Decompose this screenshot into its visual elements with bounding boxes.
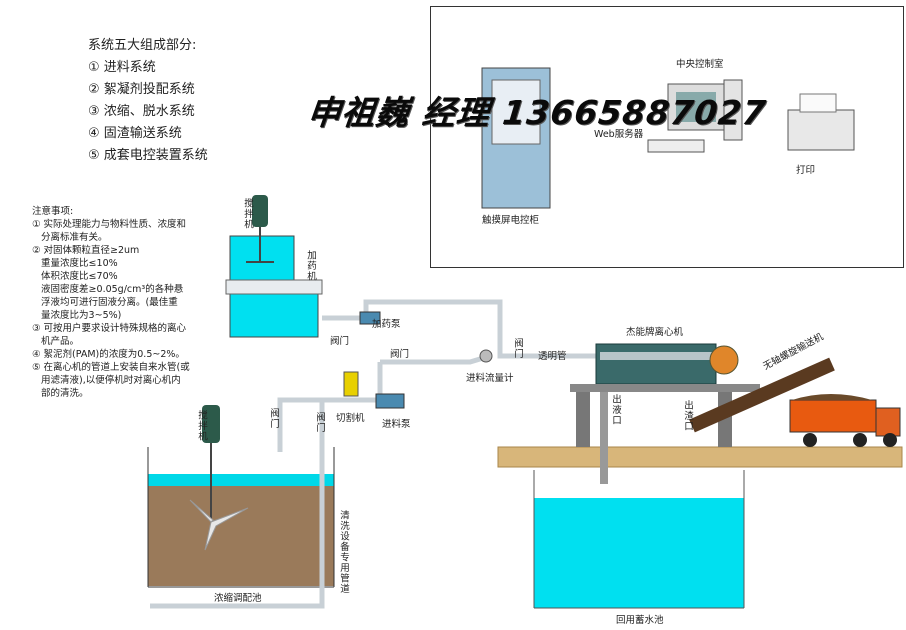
system-item: ① 进料系统 (88, 60, 156, 75)
conditioning-tank-water (148, 474, 334, 486)
recycle-tank (534, 498, 744, 608)
keyboard (647, 139, 705, 153)
control-room-box (430, 6, 904, 268)
note-line: ⑤ 在离心机的管道上安装自来水管(或 (32, 362, 190, 373)
ground-platform (497, 446, 903, 468)
screw-conveyor (689, 357, 835, 433)
flowmeter-label: 进料流量计 (466, 373, 514, 384)
recycle-tank-label: 回用蓄水池 (616, 615, 664, 626)
printer-label: 打印 (796, 165, 816, 176)
note-line: ① 实际处理能力与物料性质、浓度和 (32, 219, 187, 230)
liquid-outlet-label: 出液口 (610, 394, 621, 426)
mixer-blade (204, 507, 249, 551)
clean-pipe-label: 清洗设备专用管道 (338, 510, 349, 594)
dosing-tank-top (229, 235, 295, 281)
valve-label: 阀门 (512, 338, 523, 359)
contact-banner: 申祖巍 经理 13665887027 (305, 93, 769, 132)
slag-outlet-label: 出渣口 (682, 400, 693, 432)
dosing-pipe (322, 299, 600, 359)
panel-label: 触摸屏电控柜 (482, 215, 540, 226)
valve-label: 阀门 (330, 336, 350, 347)
note-line: 部的清洗。 (32, 388, 89, 399)
dosing-tank-bottom (229, 292, 319, 338)
clear-pipe-label: 透明管 (538, 351, 567, 362)
cutter-label: 切割机 (336, 413, 365, 424)
note-line: 用滤清液),以便停机时对离心机内 (32, 375, 181, 386)
dosing-pump (359, 311, 381, 325)
valve-label: 阀门 (314, 412, 325, 433)
note-line: 液固密度差≥0.05g/cm³的各种悬 (32, 284, 184, 295)
web-server-label: Web服务器 (594, 129, 644, 140)
feed-down-pipe (277, 362, 383, 452)
note-line: ② 对固体颗粒直径≥2um (32, 245, 140, 256)
note-line: ④ 絮泥剂(PAM)的浓度为0.5~2%。 (32, 349, 185, 360)
motor (709, 345, 739, 375)
clean-pipe (150, 400, 325, 609)
bottom-mixer-motor (202, 405, 220, 443)
valve-label: 阀门 (268, 408, 279, 429)
notes-title: 注意事项: (32, 206, 74, 217)
truck-cab (875, 407, 901, 437)
dosing-pump-label: 加药泵 (372, 319, 401, 330)
mixer-top-label: 搅拌机 (242, 198, 253, 230)
top-mixer-motor (252, 195, 268, 227)
feed-pump (375, 393, 405, 409)
note-line: 量浓度比为3~5%) (32, 310, 122, 321)
system-item: ② 絮凝剂投配系统 (88, 82, 195, 97)
note-line: 浮液均可进行固液分离。(最佳重 (32, 297, 178, 308)
notes: 注意事项: ① 实际处理能力与物料性质、浓度和 分离标准有关。 ② 对固体颗粒直… (32, 205, 232, 400)
note-line: 体积浓度比≤70% (32, 271, 118, 282)
note-line: 分离标准有关。 (32, 232, 108, 243)
system-item: ⑤ 成套电控装置系统 (88, 148, 208, 163)
dosing-machine-label: 加药机 (305, 250, 316, 282)
system-item: ③ 浓缩、脱水系统 (88, 104, 195, 119)
conditioning-tank-sludge (148, 486, 334, 586)
printer (787, 109, 855, 151)
conditioning-tank-label: 浓缩调配池 (214, 593, 262, 604)
systems-title: 系统五大组成部分: (88, 38, 197, 53)
central-room-label: 中央控制室 (676, 59, 724, 70)
system-item: ④ 固渣输送系统 (88, 126, 182, 141)
feed-pump-label: 进料泵 (382, 419, 411, 430)
valve-label: 阀门 (390, 349, 410, 360)
note-line: 机产品。 (32, 336, 80, 347)
centrifuge-body (595, 343, 717, 385)
note-line: ③ 可按用户要求设计特殊规格的离心 (32, 323, 187, 334)
centrifuge-label: 杰能牌离心机 (626, 327, 684, 338)
note-line: 重量浓度比≤10% (32, 258, 118, 269)
computer-tower (723, 79, 743, 141)
flowmeter (479, 349, 493, 363)
truck-bed (789, 399, 877, 433)
cutter (343, 371, 359, 397)
mixer-bottom-label: 搅拌机 (196, 410, 207, 442)
